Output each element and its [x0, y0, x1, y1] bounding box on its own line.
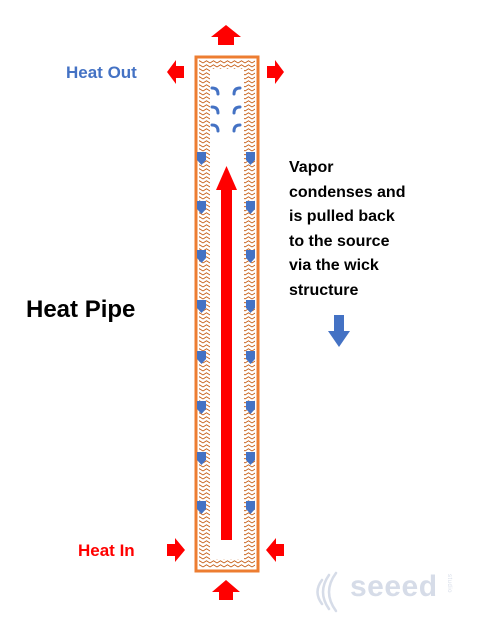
condensation-description: Vapor condenses and is pulled back to th… [289, 159, 406, 299]
condensate-droplet [246, 201, 255, 214]
wick-left [199, 60, 210, 568]
condensate-droplet [246, 300, 255, 313]
condensate-droplet [246, 351, 255, 364]
heat-in-arrow-left [266, 538, 284, 562]
seeed-logo-icon [316, 571, 338, 613]
condensate-droplet [197, 201, 206, 214]
heat-out-label: Heat Out [66, 63, 137, 82]
condensate-droplet [246, 250, 255, 263]
diagram-title: Heat Pipe [26, 296, 136, 323]
wick-bottom [210, 559, 244, 568]
condensate-droplet [246, 501, 255, 514]
brand-wordmark: seeed [350, 570, 438, 603]
condensate-droplet [197, 250, 206, 263]
condensate-droplet [197, 300, 206, 313]
brand-subtext: studio [446, 574, 452, 594]
heat-out-arrows [167, 25, 284, 84]
heat-in-arrow-up [212, 580, 240, 600]
condensate-droplet [246, 401, 255, 414]
condensate-down-arrow [328, 315, 350, 347]
condensate-droplet [197, 351, 206, 364]
wick-top [210, 60, 244, 69]
heat-in-arrow-right [167, 538, 185, 562]
heat-in-arrows [167, 538, 284, 600]
condensate-droplet [197, 152, 206, 165]
condensate-droplet [246, 152, 255, 165]
heat-out-arrow-left [167, 60, 184, 84]
condensate-droplet [197, 401, 206, 414]
condensate-droplet [197, 501, 206, 514]
condensate-droplets [197, 152, 255, 514]
condensate-droplet [246, 452, 255, 465]
condensate-droplet [197, 452, 206, 465]
heat-out-arrow-up [211, 25, 241, 45]
condensing-vapor-icons [210, 86, 242, 133]
heat-in-label: Heat In [78, 541, 135, 560]
vapor-flow-arrow [216, 166, 237, 540]
wick-right [244, 60, 255, 568]
heat-out-arrow-right [267, 60, 284, 84]
